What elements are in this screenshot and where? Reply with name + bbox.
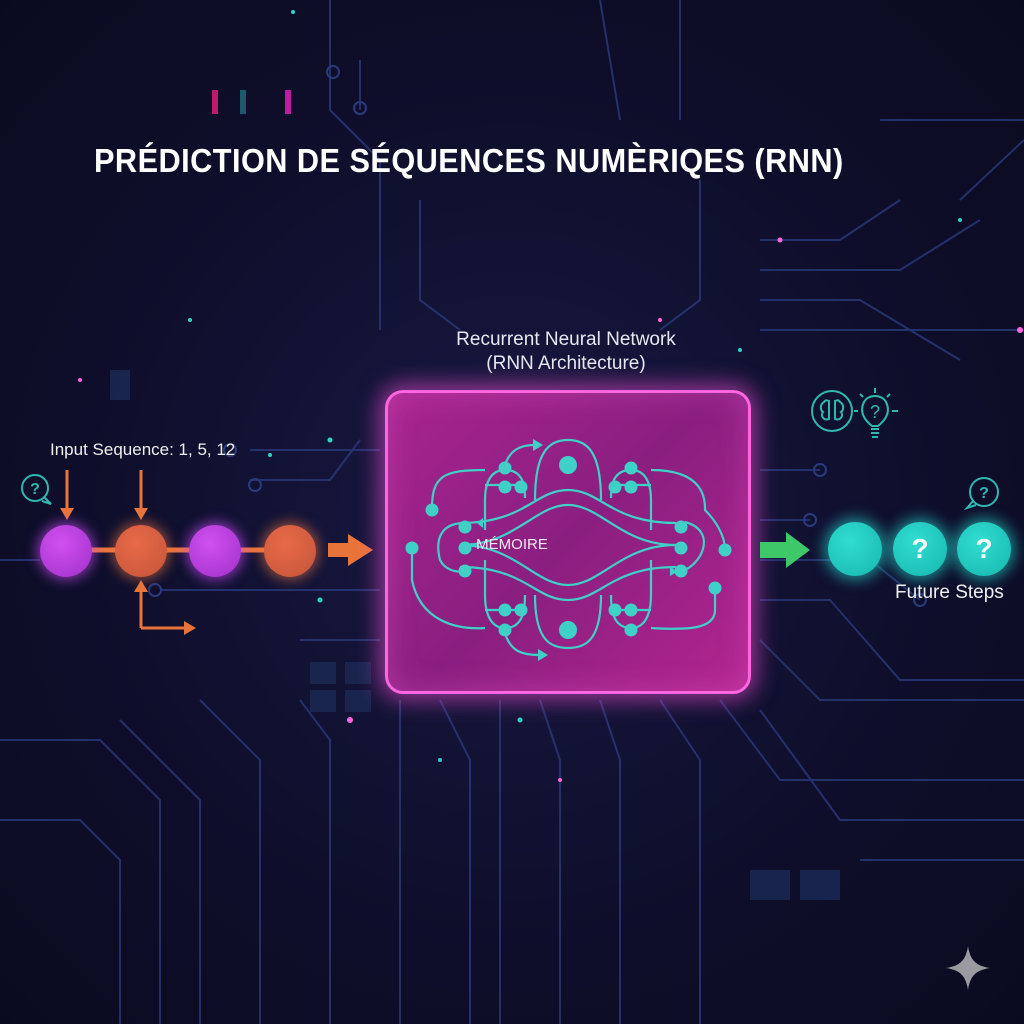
- sparkle-icon: [946, 946, 990, 990]
- output-node-2: ?: [893, 522, 947, 576]
- future-steps-label: Future Steps: [895, 582, 1004, 603]
- input-node-1: [40, 525, 92, 577]
- output-arrow: [760, 532, 810, 568]
- input-sequence-label: Input Sequence: 1, 5, 12: [50, 440, 236, 459]
- rnn-title-line2: (RNN Architecture): [486, 353, 646, 374]
- memory-label: MÉMOIRE: [476, 536, 548, 553]
- question-bubble-icon-output: ?: [963, 477, 999, 511]
- rnn-title: Recurrent Neural Network (RNN Architectu…: [380, 328, 752, 376]
- output-node-1: [828, 522, 882, 576]
- svg-text:?: ?: [30, 481, 40, 498]
- page-title: PRÉDICTION DE SÉQUENCES NUMÈRIQES (RNN): [94, 142, 844, 179]
- input-node-2: [115, 525, 167, 577]
- brain-lightbulb-icons: ?: [811, 388, 898, 438]
- input-node-4: [264, 525, 316, 577]
- memory-network-diagram: [405, 438, 732, 661]
- input-node-3: [189, 525, 241, 577]
- output-node-3: ?: [957, 522, 1011, 576]
- rnn-title-line1: Recurrent Neural Network: [456, 329, 676, 350]
- lightbulb-question-icon: [861, 395, 889, 427]
- question-bubble-icon: ?: [21, 474, 52, 505]
- svg-text:?: ?: [979, 485, 989, 502]
- brain-icon: [811, 390, 853, 432]
- svg-text:?: ?: [870, 402, 880, 422]
